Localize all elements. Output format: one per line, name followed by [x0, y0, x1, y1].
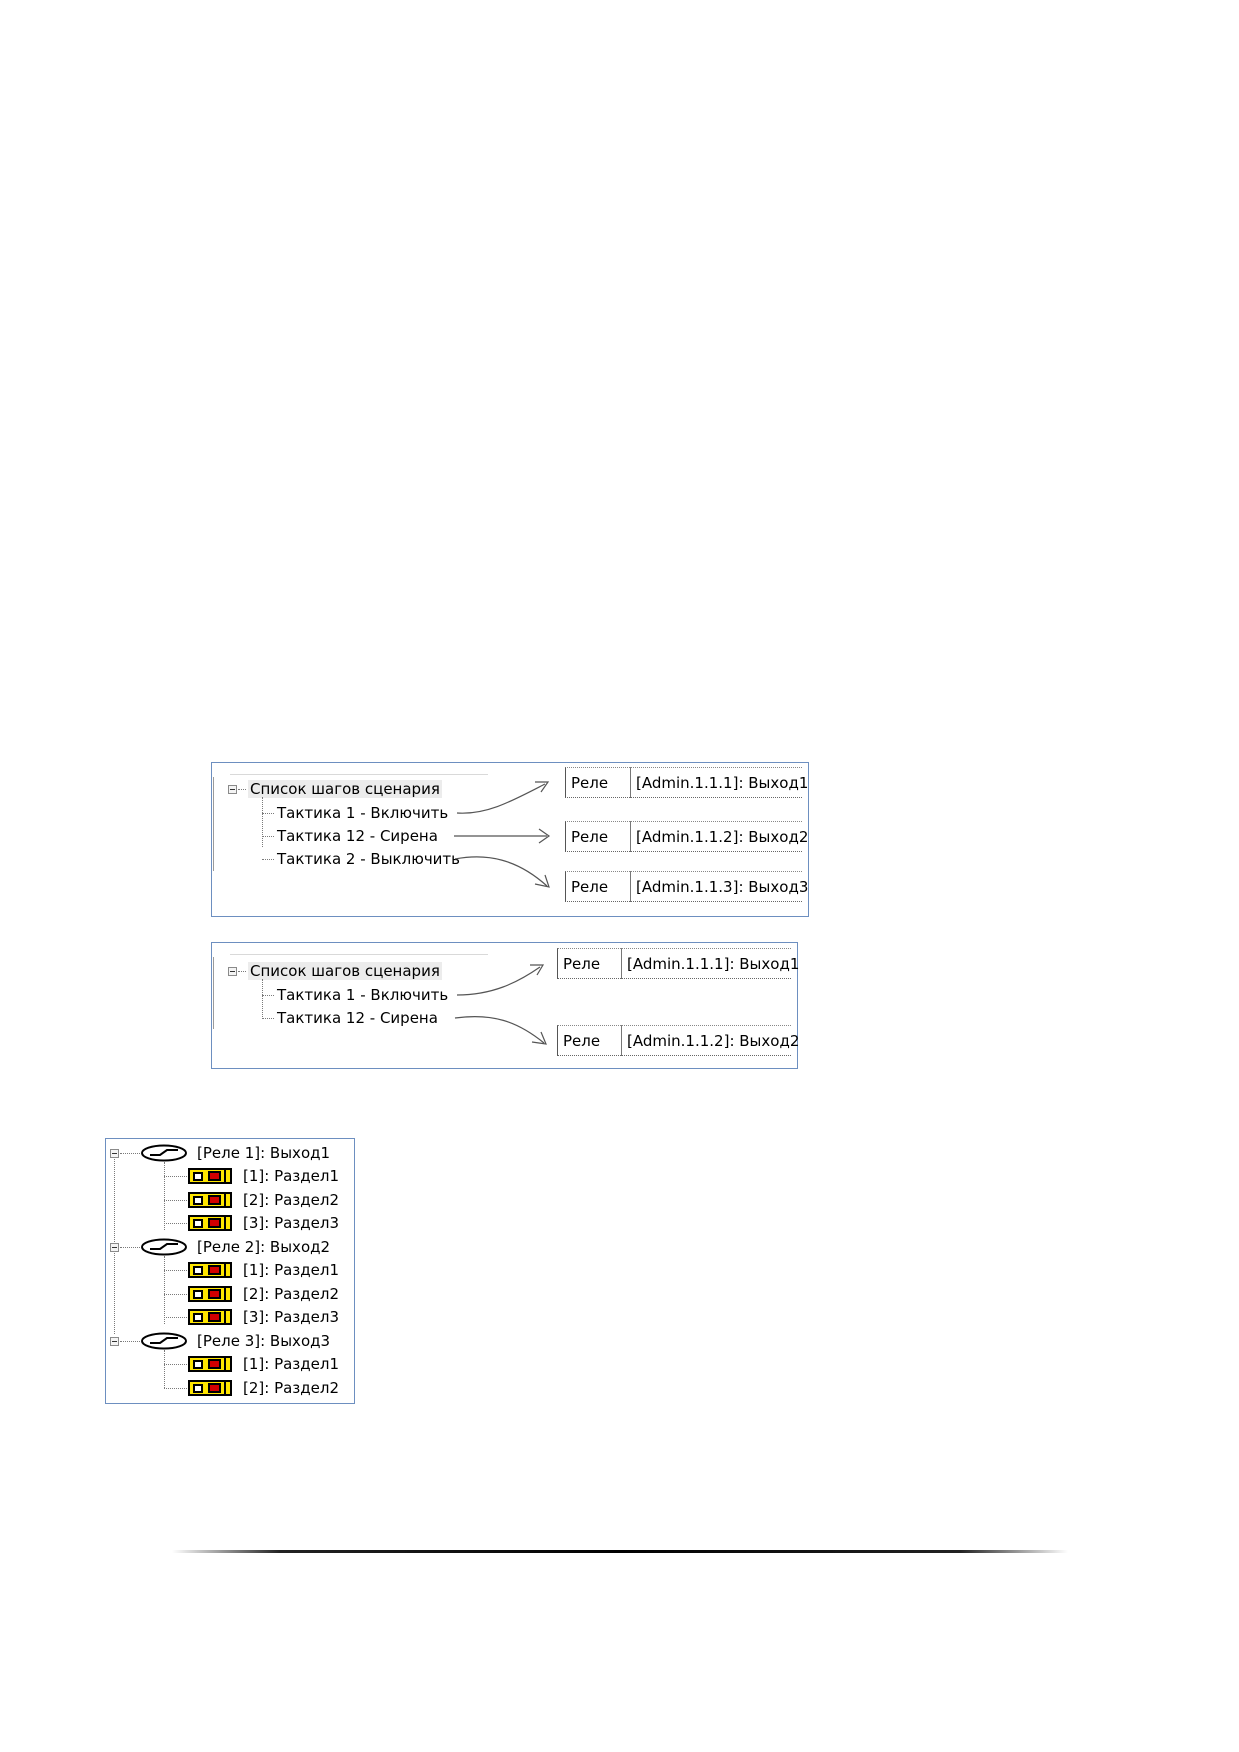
partition-icon: [188, 1262, 232, 1278]
tree-connector: [262, 979, 263, 1019]
collapse-toggle-icon[interactable]: [110, 1149, 119, 1158]
partition-item[interactable]: [3]: Раздел3: [243, 1214, 340, 1232]
relay-type-cell: Реле: [565, 767, 630, 798]
scenario-steps-figure-1: Список шагов сценария Тактика 1 - Включи…: [211, 762, 809, 917]
tree-root-label[interactable]: Список шагов сценария: [248, 780, 442, 798]
tree-connector: [164, 1270, 187, 1271]
partition-item[interactable]: [1]: Раздел1: [243, 1355, 340, 1373]
collapse-toggle-icon[interactable]: [110, 1243, 119, 1252]
partition-icon: [188, 1380, 232, 1396]
partition-item[interactable]: [2]: Раздел2: [243, 1285, 340, 1303]
tree-connector: [262, 859, 274, 860]
arrow-step-3: [454, 856, 548, 887]
tree-connector: [164, 1317, 187, 1318]
partition-icon: [188, 1356, 232, 1372]
tree-connector: [164, 1162, 165, 1230]
tree-connector: [262, 797, 263, 847]
tree-connector: [164, 1350, 165, 1388]
relay-label[interactable]: [Реле 1]: Выход1: [197, 1144, 331, 1162]
relay-output-cell: [Admin.1.1.1]: Выход1: [621, 948, 799, 979]
scenario-steps-figure-2: Список шагов сценария Тактика 1 - Включи…: [211, 942, 799, 1069]
partition-item[interactable]: [1]: Раздел1: [243, 1167, 340, 1185]
relay-switch-icon: [141, 1332, 187, 1350]
tree-connector: [120, 1153, 140, 1154]
partition-icon: [188, 1192, 232, 1208]
arrowhead-2: [531, 1031, 547, 1045]
partition-icon: [188, 1309, 232, 1325]
arrowhead-1: [535, 781, 550, 793]
tree-connector: [164, 1364, 187, 1365]
tree-connector: [164, 1223, 187, 1224]
tree-connector: [238, 789, 246, 790]
relay-output-cell: [Admin.1.1.2]: Выход2: [630, 821, 808, 852]
tree-connector: [262, 1018, 274, 1019]
relay-partition-tree: [Реле 1]: Выход1 [1]: Раздел1 [2]: Разде…: [105, 1138, 355, 1404]
tree-connector: [164, 1294, 187, 1295]
tree-connector: [164, 1176, 187, 1177]
partition-item[interactable]: [2]: Раздел2: [243, 1191, 340, 1209]
tree-connector: [238, 971, 246, 972]
tree-left-edge: [213, 777, 214, 871]
relay-output-cell: [Admin.1.1.3]: Выход3: [630, 871, 808, 902]
tree-step-item[interactable]: Тактика 2 - Выключить: [277, 850, 461, 868]
tree-step-item[interactable]: Тактика 12 - Сирена: [277, 1009, 438, 1027]
partition-icon: [188, 1286, 232, 1302]
arrowhead-2: [538, 828, 551, 844]
tree-left-edge: [213, 957, 214, 1029]
tree-step-item[interactable]: Тактика 12 - Сирена: [277, 827, 438, 845]
partition-item[interactable]: [1]: Раздел1: [243, 1261, 340, 1279]
tree-connector: [262, 836, 274, 837]
partition-icon: [188, 1215, 232, 1231]
partition-item[interactable]: [2]: Раздел2: [243, 1379, 340, 1397]
tree-header-line: [230, 954, 488, 955]
relay-type-cell: Реле: [565, 871, 630, 902]
collapse-toggle-icon[interactable]: [228, 967, 237, 976]
relay-label[interactable]: [Реле 3]: Выход3: [197, 1332, 331, 1350]
mapping-arrows: [454, 964, 547, 1045]
relay-type-cell: Реле: [565, 821, 630, 852]
mapping-arrows: [454, 781, 551, 888]
tree-connector: [164, 1256, 165, 1324]
tree-root-text: Список шагов сценария: [248, 962, 442, 980]
tree-connector: [120, 1247, 140, 1248]
footer-rule: [172, 1550, 1068, 1553]
relay-type-cell: Реле: [557, 948, 621, 979]
collapse-toggle-icon[interactable]: [110, 1337, 119, 1346]
collapse-toggle-icon[interactable]: [228, 785, 237, 794]
tree-connector: [262, 995, 274, 996]
relay-switch-icon: [141, 1238, 187, 1256]
arrowhead-3: [534, 874, 550, 888]
tree-connector: [262, 813, 274, 814]
relay-label[interactable]: [Реле 2]: Выход2: [197, 1238, 331, 1256]
tree-connector: [164, 1200, 187, 1201]
relay-output-cell: [Admin.1.1.2]: Выход2: [621, 1025, 799, 1056]
arrow-step-1: [456, 966, 541, 996]
tree-connector: [120, 1341, 140, 1342]
arrow-step-1: [456, 783, 546, 814]
tree-root-text: Список шагов сценария: [248, 780, 442, 798]
partition-icon: [188, 1168, 232, 1184]
tree-root-label[interactable]: Список шагов сценария: [248, 962, 442, 980]
tree-header-line: [230, 774, 488, 775]
partition-item[interactable]: [3]: Раздел3: [243, 1308, 340, 1326]
relay-switch-icon: [141, 1144, 187, 1162]
arrow-step-2: [454, 1015, 545, 1044]
tree-step-item[interactable]: Тактика 1 - Включить: [277, 986, 449, 1004]
arrowhead-1: [530, 964, 545, 976]
relay-output-cell: [Admin.1.1.1]: Выход1: [630, 767, 808, 798]
tree-connector: [164, 1388, 187, 1389]
relay-type-cell: Реле: [557, 1025, 621, 1056]
tree-step-item[interactable]: Тактика 1 - Включить: [277, 804, 449, 822]
